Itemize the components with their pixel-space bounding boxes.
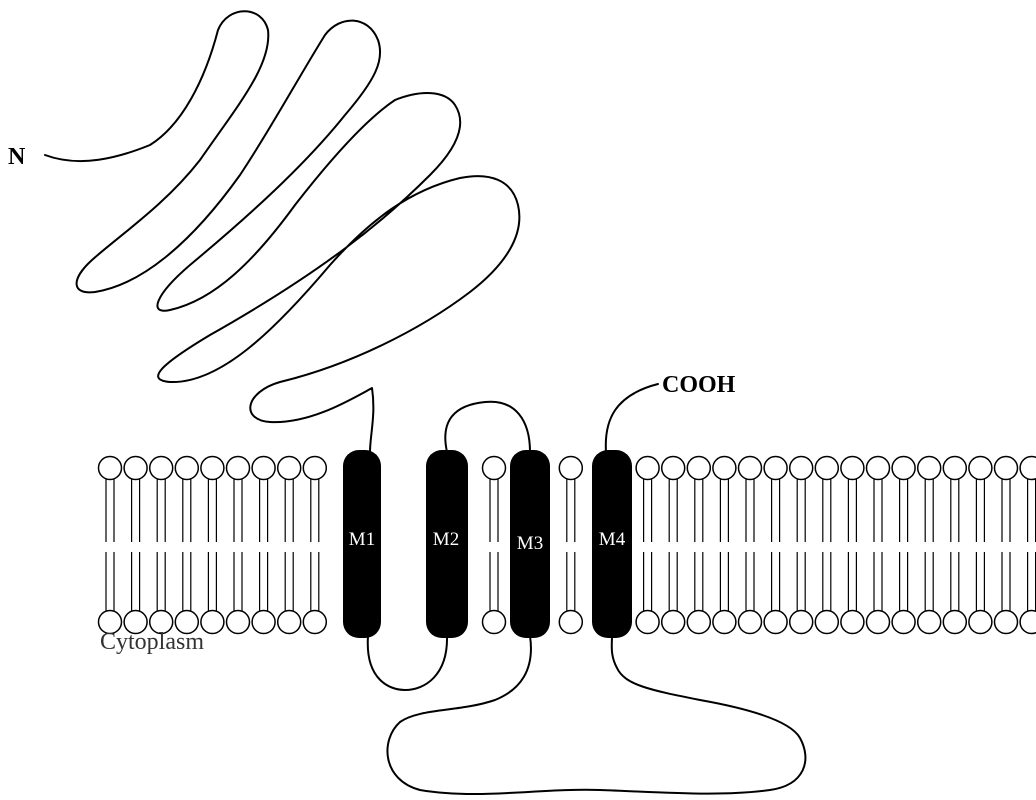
lipid-head-outer — [1020, 457, 1036, 480]
lipid-head-outer — [995, 457, 1018, 480]
lipid-head-inner — [252, 611, 275, 634]
lipid-head-outer — [201, 457, 224, 480]
segment-m3: M3 — [510, 450, 550, 638]
lipid-tails-outer-leaflet — [106, 480, 1036, 543]
lipid-head-outer — [662, 457, 685, 480]
lipid-head-outer — [867, 457, 890, 480]
lipid-head-inner — [841, 611, 864, 634]
lipid-head-inner — [483, 611, 506, 634]
segment-m2-label: M2 — [433, 529, 459, 550]
lipid-head-outer — [303, 457, 326, 480]
lipid-head-outer — [841, 457, 864, 480]
lipid-head-inner — [662, 611, 685, 634]
c-terminus-label: COOH — [662, 372, 736, 398]
segment-m4: M4 — [592, 450, 632, 638]
lipid-head-outer — [252, 457, 275, 480]
n-terminus-label: N — [8, 144, 26, 170]
lipid-head-inner — [559, 611, 582, 634]
lipid-head-inner — [969, 611, 992, 634]
lipid-head-outer — [969, 457, 992, 480]
lipid-head-outer — [175, 457, 198, 480]
lipid-head-outer — [713, 457, 736, 480]
lipid-heads-outer-leaflet — [99, 457, 1036, 480]
lipid-head-outer — [559, 457, 582, 480]
lipid-head-inner — [1020, 611, 1036, 634]
lipid-head-outer — [943, 457, 966, 480]
n-terminal-domain — [45, 11, 519, 452]
lipid-head-inner — [995, 611, 1018, 634]
intracellular-loop-m3-m4 — [387, 636, 805, 794]
lipid-head-inner — [713, 611, 736, 634]
lipid-head-inner — [790, 611, 813, 634]
lipid-head-outer — [790, 457, 813, 480]
lipid-head-inner — [943, 611, 966, 634]
lipid-tails-inner-leaflet — [106, 552, 1036, 611]
lipid-head-outer — [150, 457, 173, 480]
lipid-head-outer — [764, 457, 787, 480]
lipid-head-outer — [483, 457, 506, 480]
lipid-head-inner — [867, 611, 890, 634]
lipid-head-inner — [764, 611, 787, 634]
cytoplasm-label: Cytoplasm — [100, 629, 204, 655]
segment-m1: M1 — [343, 450, 381, 638]
lipid-head-outer — [227, 457, 250, 480]
lipid-head-inner — [227, 611, 250, 634]
lipid-head-inner — [918, 611, 941, 634]
lipid-head-outer — [687, 457, 710, 480]
lipid-head-inner — [739, 611, 762, 634]
lipid-head-outer — [918, 457, 941, 480]
lipid-heads-inner-leaflet — [99, 611, 1036, 634]
lipid-bilayer — [99, 457, 1036, 634]
lipid-head-outer — [636, 457, 659, 480]
segment-m1-label: M1 — [349, 529, 375, 550]
lipid-head-outer — [892, 457, 915, 480]
lipid-head-inner — [892, 611, 915, 634]
lipid-head-outer — [99, 457, 122, 480]
lipid-head-outer — [124, 457, 147, 480]
segment-m4-label: M4 — [599, 529, 626, 550]
lipid-head-inner — [687, 611, 710, 634]
extracellular-loop-m2-m3 — [445, 402, 530, 452]
lipid-head-outer — [278, 457, 301, 480]
c-terminal-tail — [606, 384, 658, 452]
segment-m2: M2 — [426, 450, 468, 638]
lipid-head-inner — [636, 611, 659, 634]
lipid-head-outer — [815, 457, 838, 480]
lipid-head-inner — [201, 611, 224, 634]
lipid-head-inner — [815, 611, 838, 634]
lipid-head-outer — [739, 457, 762, 480]
intracellular-loop-m1-m2 — [368, 636, 447, 690]
lipid-head-inner — [303, 611, 326, 634]
lipid-head-inner — [278, 611, 301, 634]
segment-m3-label: M3 — [517, 533, 543, 554]
